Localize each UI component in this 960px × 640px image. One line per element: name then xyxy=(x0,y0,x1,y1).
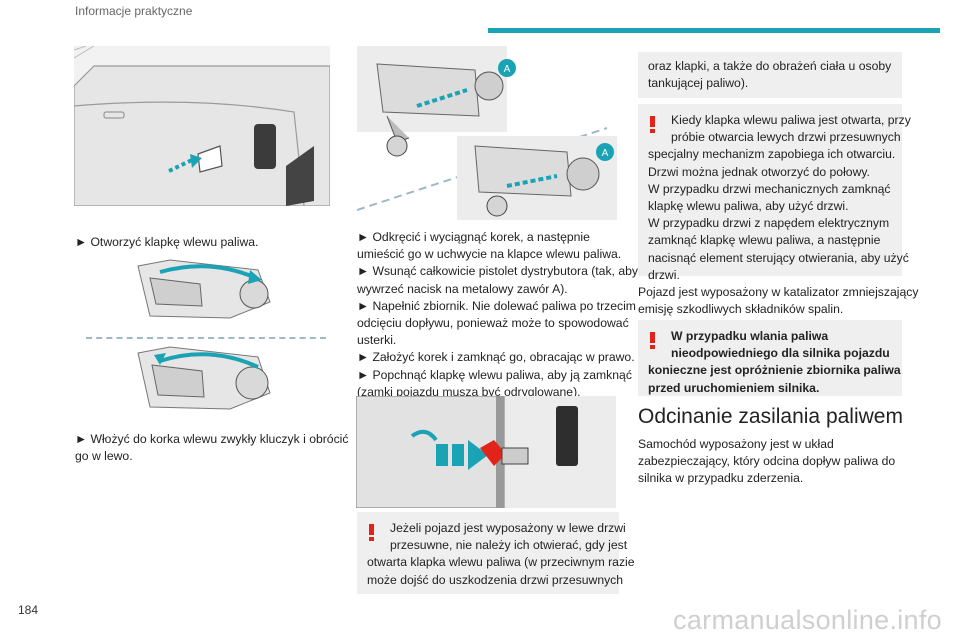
text-line: przesuwne, nie należy ich otwierać, gdy … xyxy=(390,538,628,553)
text-line: zabezpieczający, który odcina dopływ pal… xyxy=(638,454,896,469)
warning-icon xyxy=(650,332,656,349)
step-open-flap: ► Otworzyć klapkę wlewu paliwa. xyxy=(75,235,259,249)
text-line: drzwi. xyxy=(648,267,680,282)
text-line: Pojazd jest wyposażony w katalizator zmn… xyxy=(638,285,919,299)
text-line: (zamki pojazdu muszą być odryglowane). xyxy=(357,384,581,399)
text-line: nieodpowiedniego dla silnika pojazdu xyxy=(671,346,890,361)
text-line: wywrzeć nacisk na metalowy zawór A). xyxy=(357,281,568,296)
text-line: ► Wsunąć całkowicie pistolet dystrybutor… xyxy=(357,264,638,279)
fuel-cutoff-paragraph: Samochód wyposażony jest w układ zabezpi… xyxy=(638,436,895,488)
text-line: nacisnąć element sterujący otwierania, a… xyxy=(648,250,909,265)
key-in-cap-illustration-top xyxy=(130,258,278,324)
header-accent-bar xyxy=(488,28,940,33)
label-a-bottom: A xyxy=(602,148,609,159)
van-fuel-flap-illustration xyxy=(74,46,330,206)
text-line: silnika w przypadku zderzenia. xyxy=(638,471,804,486)
text-line: ► Włożyć do korka wlewu zwykły kluczyk i… xyxy=(75,432,349,446)
text-line: go w lewo. xyxy=(75,449,133,464)
text-line: może dojść do uszkodzenia drzwi przesuwn… xyxy=(367,572,624,587)
text-line: Drzwi można jednak otworzyć do połowy. xyxy=(648,164,870,179)
text-line: umieścić go w uchwycie na klapce wlewu p… xyxy=(357,247,622,262)
warning-icon xyxy=(650,116,656,133)
text-line: W przypadku wlania paliwa xyxy=(671,329,829,343)
key-in-cap-illustration-bottom xyxy=(130,343,278,415)
catalyst-paragraph: Pojazd jest wyposażony w katalizator zmn… xyxy=(638,284,918,318)
text-line: W przypadku drzwi z napędem elektrycznym xyxy=(648,216,890,231)
text-line: tankującej paliwo). xyxy=(648,76,749,91)
text-line: ► Założyć korek i zamknąć go, obracając … xyxy=(357,350,635,365)
text-line: Jeżeli pojazd jest wyposażony w lewe drz… xyxy=(390,521,626,535)
refuel-steps: ► Odkręcić i wyciągnąć korek, a następni… xyxy=(357,229,638,401)
text-line: usterki. xyxy=(357,333,397,348)
page-number: 184 xyxy=(18,603,39,617)
text-line: zamknąć klapkę wlewu paliwa, a następnie xyxy=(648,233,881,248)
text-line: próbie otwarcia lewych drzwi przesuwnych xyxy=(671,130,901,145)
text-line: ► Napełnić zbiornik. Nie dolewać paliwa … xyxy=(357,298,636,313)
running-header: Informacje praktyczne xyxy=(75,4,193,18)
divider-dashed xyxy=(86,337,326,339)
cap-removal-illustration: A A xyxy=(357,46,617,220)
text-line: klapkę wlewu paliwa, aby użyć drzwi. xyxy=(648,199,849,214)
nozzle-insert-illustration xyxy=(356,396,616,508)
text-line: przed uruchomieniem silnika. xyxy=(648,380,820,395)
text-line: ► Odkręcić i wyciągnąć korek, a następni… xyxy=(357,230,590,244)
text-line: Samochód wyposażony jest w układ xyxy=(638,437,834,451)
label-a-top: A xyxy=(504,64,511,75)
section-heading: Odcinanie zasilania paliwem xyxy=(638,405,903,428)
warning-continued: oraz klapki, a także do obrażeń ciała u … xyxy=(638,52,902,98)
text-line: konieczne jest opróżnienie zbiornika pal… xyxy=(648,363,901,378)
warning-sliding-door: Jeżeli pojazd jest wyposażony w lewe drz… xyxy=(357,512,635,594)
text-line: oraz klapki, a także do obrażeń ciała u … xyxy=(648,59,892,73)
text-line: otwarta klapka wlewu paliwa (w przeciwny… xyxy=(367,555,635,570)
watermark: carmanualsonline.info xyxy=(673,605,942,635)
warning-flap-open: Kiedy klapka wlewu paliwa jest otwarta, … xyxy=(638,104,911,282)
text-line: odcięciu dopływu, ponieważ może to spowo… xyxy=(357,316,629,331)
text-line: specjalny mechanizm zapobiega ich otwarc… xyxy=(648,147,896,162)
warning-wrong-fuel: W przypadku wlania paliwa nieodpowiednie… xyxy=(638,320,902,396)
text-line: ► Popchnąć klapkę wlewu paliwa, aby ją z… xyxy=(357,367,632,382)
text-line: W przypadku drzwi mechanicznych zamknąć xyxy=(648,181,891,196)
step-insert-key: ► Włożyć do korka wlewu zwykły kluczyk i… xyxy=(75,431,348,465)
warning-icon xyxy=(369,524,375,541)
text-line: emisję szkodliwych składników spalin. xyxy=(638,302,844,317)
text-line: Kiedy klapka wlewu paliwa jest otwarta, … xyxy=(671,113,911,127)
